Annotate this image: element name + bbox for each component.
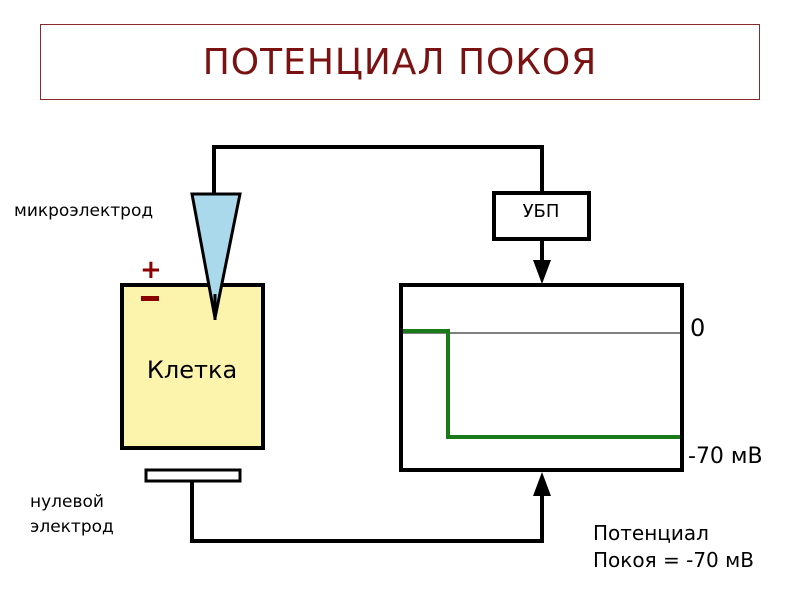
zero-electrode-label-line2: электрод xyxy=(30,517,114,537)
result-caption: Потенциал Покоя = -70 мВ xyxy=(593,520,754,574)
plus-sign: + xyxy=(140,255,162,285)
result-caption-line2: Покоя = -70 мВ xyxy=(593,548,754,572)
zero-electrode-label-line1: нулевой xyxy=(30,492,104,512)
microelectrode-label: микроэлектрод xyxy=(14,201,154,221)
bottom-wire xyxy=(190,481,544,543)
minus-sign xyxy=(141,296,159,301)
title-box: ПОТЕНЦИАЛ ПОКОЯ xyxy=(40,24,760,100)
top-wire xyxy=(212,145,544,197)
amplifier-label: УБП xyxy=(522,201,560,222)
scale-zero-label: 0 xyxy=(690,314,706,342)
oscilloscope-screen xyxy=(399,283,684,472)
zero-electrode-label: нулевой электрод xyxy=(30,490,114,540)
potential-trace xyxy=(403,329,680,439)
cell-label: Клетка xyxy=(146,356,238,384)
bottom-wire-arrow xyxy=(533,472,551,496)
result-caption-line1: Потенциал xyxy=(593,521,709,545)
slide-title: ПОТЕНЦИАЛ ПОКОЯ xyxy=(202,41,598,83)
zero-electrode-plate xyxy=(144,468,242,483)
amplifier-output-arrow xyxy=(533,260,551,284)
cell-body xyxy=(120,283,265,450)
microelectrode xyxy=(190,192,242,319)
scale-minus70-label: -70 мВ xyxy=(688,444,763,469)
